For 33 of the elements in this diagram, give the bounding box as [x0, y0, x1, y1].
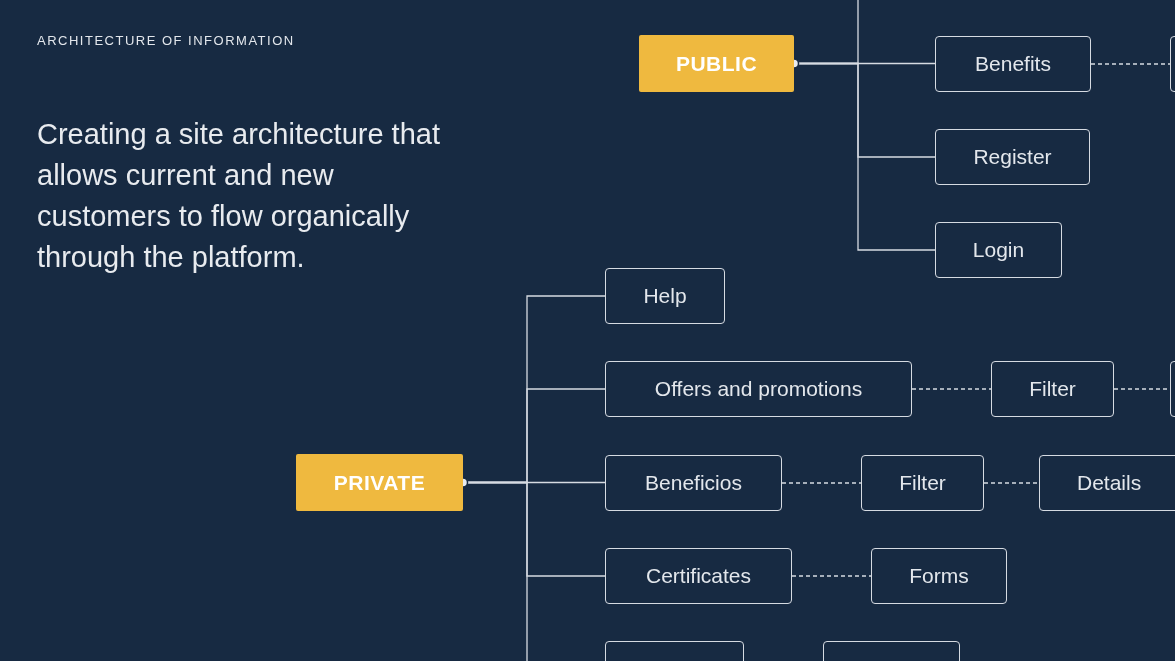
- node-label: Help: [643, 283, 687, 310]
- page-box: [605, 361, 912, 417]
- dashed-connector: [1090, 63, 1171, 65]
- page-box: [935, 36, 1091, 92]
- node-label: Offers and promotions: [654, 376, 863, 403]
- node-label: Beneficios: [645, 470, 742, 497]
- page-box: [935, 129, 1090, 185]
- section-tag: [296, 454, 463, 511]
- page-box: [871, 548, 1007, 604]
- page-box: [605, 548, 792, 604]
- dashed-connector: [911, 388, 992, 390]
- page-box: [991, 361, 1114, 417]
- node-label: Certificates: [646, 563, 751, 590]
- page-box: [605, 268, 725, 324]
- page-box: [935, 222, 1062, 278]
- dashed-connector: [791, 575, 872, 577]
- node-label: Register: [973, 144, 1052, 171]
- page-box: [861, 455, 984, 511]
- page-box: [1039, 455, 1175, 511]
- node-label: PUBLIC: [675, 50, 758, 77]
- dashed-connector: [983, 482, 1040, 484]
- section-title: ARCHITECTURE OF INFORMATION: [37, 32, 295, 50]
- intro-paragraph: Creating a site architecture that allows current and new customers to flow organically through the platform.: [37, 117, 441, 275]
- node-label: PRIVATE: [333, 469, 426, 496]
- node-label: Details: [1077, 470, 1142, 497]
- node-label: Filter: [1029, 376, 1076, 403]
- node-label: Login: [972, 237, 1025, 264]
- node-label: Benefits: [975, 51, 1051, 78]
- node-label: Filter: [899, 470, 946, 497]
- dashed-connector: [781, 482, 862, 484]
- node-label: Forms: [909, 563, 969, 590]
- section-tag: [639, 35, 794, 92]
- page-box: [605, 455, 782, 511]
